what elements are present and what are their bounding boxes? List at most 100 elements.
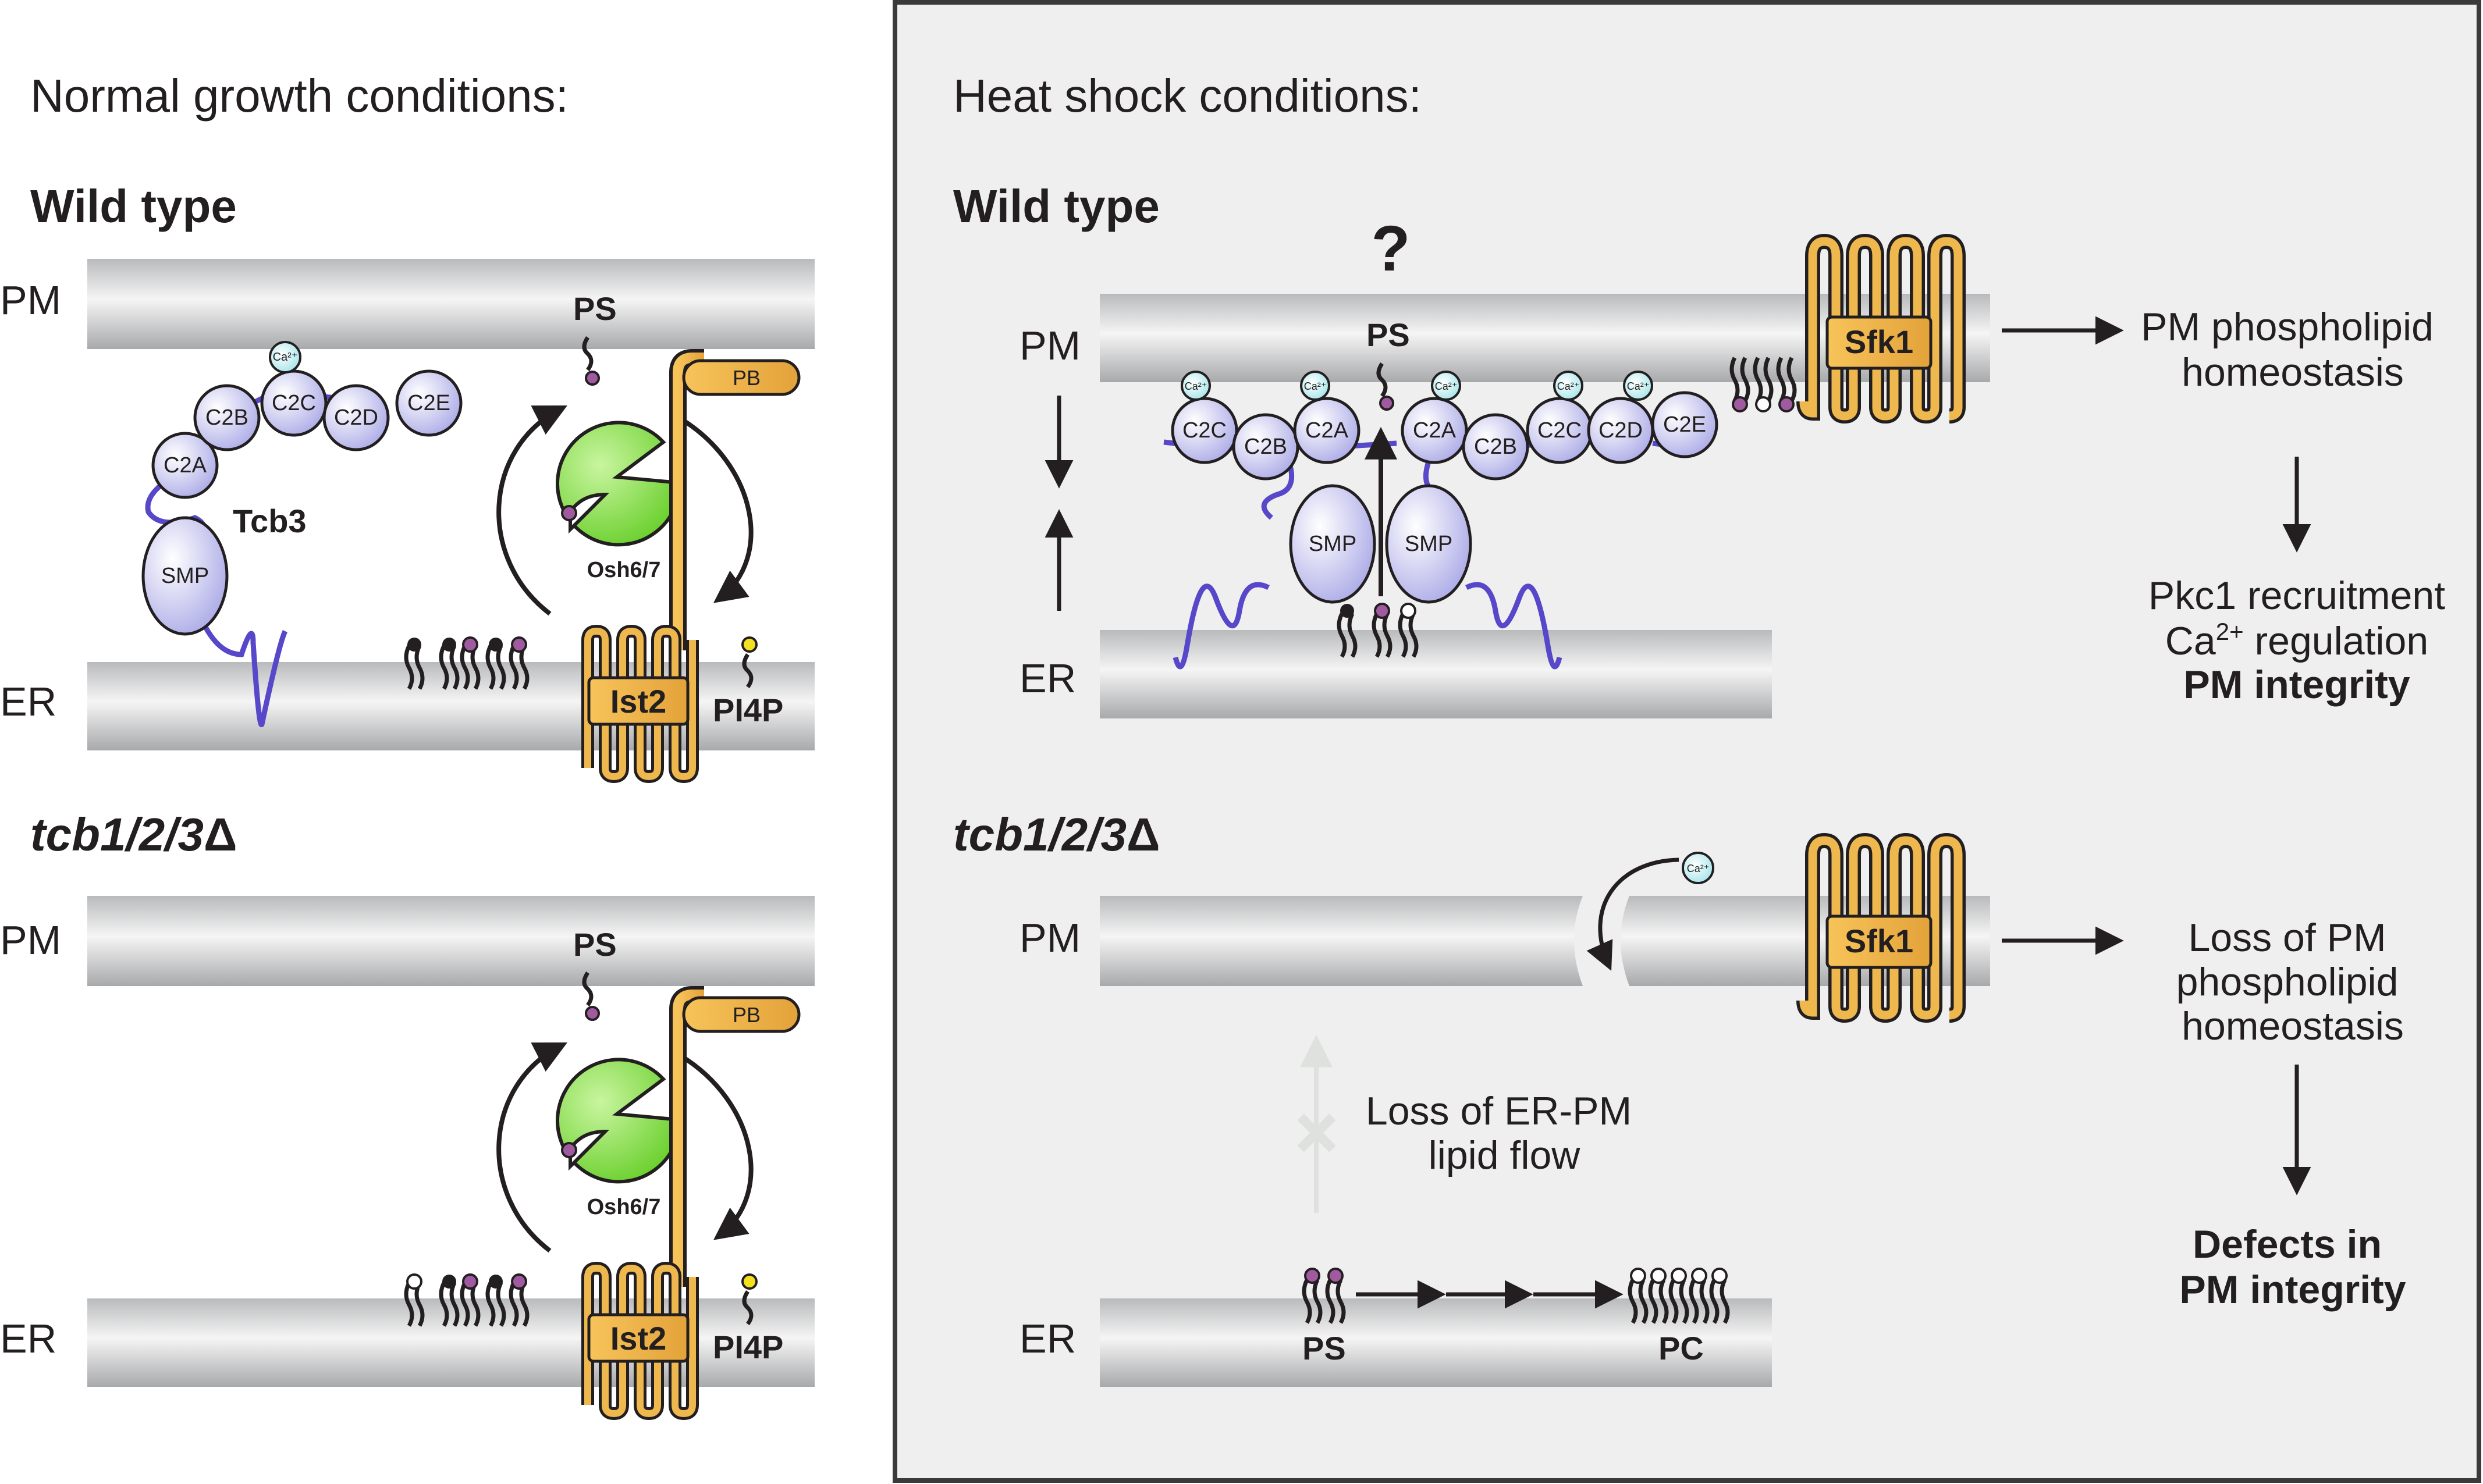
calcium-ion-left bbox=[269, 341, 301, 373]
sfk1-box-mut bbox=[1825, 914, 1933, 969]
pi4p-lipid-left-wt bbox=[742, 653, 754, 689]
svg-text:C2E: C2E bbox=[407, 391, 450, 415]
osh-arrow-up-left-wt bbox=[496, 405, 567, 616]
faded-cross-icon bbox=[1297, 1113, 1336, 1152]
svg-text:Ca²⁺: Ca²⁺ bbox=[1627, 380, 1650, 392]
er-lipids-left-wt bbox=[406, 636, 527, 689]
calcium-ion-labels-right: Ca²⁺ Ca²⁺ Ca²⁺ Ca²⁺ Ca²⁺ bbox=[1185, 380, 1650, 392]
calcium-ion-label-left: Ca²⁺ bbox=[273, 351, 298, 364]
ps-label-left-mut: PS bbox=[573, 926, 617, 963]
pb-domain-left-mut bbox=[682, 996, 801, 1033]
svg-text:Ca²⁺: Ca²⁺ bbox=[1557, 380, 1580, 392]
ps-label-right-wt: PS bbox=[1366, 316, 1410, 353]
svg-text:Ca²⁺: Ca²⁺ bbox=[1185, 380, 1207, 392]
pb-domain-left-wt bbox=[682, 359, 801, 396]
c2b-domain-left bbox=[193, 384, 261, 451]
sfk1-transmembrane-mut bbox=[1796, 832, 1966, 1023]
c2e-domain-left bbox=[395, 369, 463, 437]
tcb3-label: Tcb3 bbox=[233, 503, 307, 539]
er-lipids-right-wt bbox=[1339, 603, 1416, 657]
c2-domains-right: C2C C2B C2A C2A C2B C2C C2D C2E bbox=[1171, 391, 1718, 481]
er-lipids-left-mut bbox=[406, 1273, 527, 1326]
normal-growth-title: Normal growth conditions: bbox=[30, 70, 569, 122]
svg-text:C2D: C2D bbox=[1599, 418, 1643, 443]
ps-lipid-left-wt bbox=[582, 336, 594, 372]
ps-lipids-er-right bbox=[1304, 1268, 1344, 1323]
svg-text:C2C: C2C bbox=[1537, 418, 1582, 443]
sfk1-label-mut: Sfk1 bbox=[1845, 923, 1913, 959]
pi4p-label-left-wt: PI4P bbox=[713, 692, 783, 728]
heat-shock-panel bbox=[893, 0, 2481, 1483]
svg-text:C2D: C2D bbox=[334, 405, 378, 430]
c2a-domain-left bbox=[151, 432, 219, 499]
ps-label-left-wt: PS bbox=[573, 290, 617, 327]
svg-text:SMP: SMP bbox=[1309, 532, 1356, 556]
sfk1-label-wt: Sfk1 bbox=[1845, 323, 1913, 360]
svg-text:C2A: C2A bbox=[1305, 418, 1349, 443]
mutant-label-right: tcb1/2/3Δ bbox=[953, 809, 1160, 860]
pm-membrane-left-wt bbox=[87, 259, 815, 349]
calcium-ions-right bbox=[1181, 371, 1653, 401]
pm-lipids-right-wt bbox=[1732, 358, 1795, 412]
svg-text:Ca²⁺: Ca²⁺ bbox=[1435, 380, 1458, 392]
wild-type-label-left: Wild type bbox=[30, 180, 237, 232]
pm-label-left-wt: PM bbox=[0, 277, 61, 323]
wild-type-label-right: Wild type bbox=[953, 180, 1160, 232]
loss-lipid-flow-text: Loss of ER-PM lipid flow bbox=[1366, 1089, 1643, 1177]
er-label-right-mut: ER bbox=[1020, 1316, 1076, 1361]
ps-label-er-right: PS bbox=[1302, 1330, 1346, 1366]
ist2-box-left-wt bbox=[587, 676, 690, 726]
svg-text:C2E: C2E bbox=[1663, 412, 1706, 437]
smp-domain-left bbox=[141, 516, 229, 636]
smp-label-left: SMP bbox=[161, 564, 209, 588]
er-membrane-right-mut bbox=[1100, 1298, 1772, 1387]
pm-label-right-mut: PM bbox=[1020, 915, 1081, 960]
osh-protein-left-mut bbox=[556, 1058, 682, 1184]
svg-text:C2B: C2B bbox=[1474, 435, 1517, 459]
ist2-box-left-mut bbox=[587, 1313, 690, 1363]
sfk1-box-wt bbox=[1825, 315, 1933, 370]
svg-text:Ca²⁺: Ca²⁺ bbox=[1687, 863, 1710, 874]
loss-homeostasis-text: Loss of PM phospholipid homeostasis bbox=[2176, 916, 2410, 1048]
defects-text: Defects in PM integrity bbox=[2179, 1222, 2406, 1312]
svg-text:Ca²⁺: Ca²⁺ bbox=[1304, 380, 1327, 392]
pi4p-label-left-mut: PI4P bbox=[713, 1329, 783, 1365]
smp-domain-right-2 bbox=[1385, 484, 1472, 604]
svg-text:Ist2: Ist2 bbox=[610, 1320, 667, 1357]
svg-text:SMP: SMP bbox=[1405, 532, 1452, 556]
svg-text:C2A: C2A bbox=[1413, 418, 1457, 443]
heat-shock-title: Heat shock conditions: bbox=[953, 70, 1422, 122]
pc-label-er-right: PC bbox=[1658, 1330, 1704, 1366]
c2d-domain-left bbox=[322, 384, 390, 451]
calcium-influx-arrow bbox=[1586, 857, 1679, 971]
pc-lipids-er-right bbox=[1630, 1268, 1728, 1323]
pm-label-right-wt: PM bbox=[1020, 323, 1081, 368]
svg-text:C2A: C2A bbox=[164, 453, 207, 478]
er-membrane-left-mut bbox=[87, 1298, 815, 1387]
osh-label-left-wt: Osh6/7 bbox=[587, 558, 661, 582]
question-mark: ? bbox=[1371, 213, 1410, 284]
er-label-right-wt: ER bbox=[1020, 656, 1076, 701]
svg-text:PB: PB bbox=[733, 1003, 761, 1027]
er-membrane-right-wt bbox=[1100, 630, 1772, 718]
er-membrane-left-wt bbox=[87, 662, 815, 750]
sfk1-transmembrane-wt bbox=[1796, 233, 1966, 424]
svg-text:C2B: C2B bbox=[205, 405, 248, 430]
pm-membrane-right-mut bbox=[1100, 896, 1990, 986]
osh-protein-left-wt bbox=[556, 421, 682, 547]
pm-integrity-text: PM integrity bbox=[2183, 663, 2410, 707]
c2c-domain-left bbox=[260, 369, 328, 437]
calcium-ion-influx bbox=[1682, 852, 1714, 884]
er-label-left-wt: ER bbox=[0, 679, 56, 724]
calcium-regulation-text: Ca2+ regulation bbox=[2165, 618, 2428, 663]
mutant-label-left: tcb1/2/3Δ bbox=[30, 809, 237, 860]
svg-text:C2B: C2B bbox=[1244, 435, 1287, 459]
pkc1-recruitment-text: Pkc1 recruitment bbox=[2148, 574, 2445, 618]
er-label-left-mut: ER bbox=[0, 1316, 56, 1361]
ist2-label-left-wt: Ist2 bbox=[610, 683, 667, 720]
pb-label-left-wt: PB bbox=[733, 366, 761, 390]
svg-text:C2C: C2C bbox=[1182, 418, 1227, 443]
osh-label-left-mut: Osh6/7 bbox=[587, 1195, 661, 1219]
